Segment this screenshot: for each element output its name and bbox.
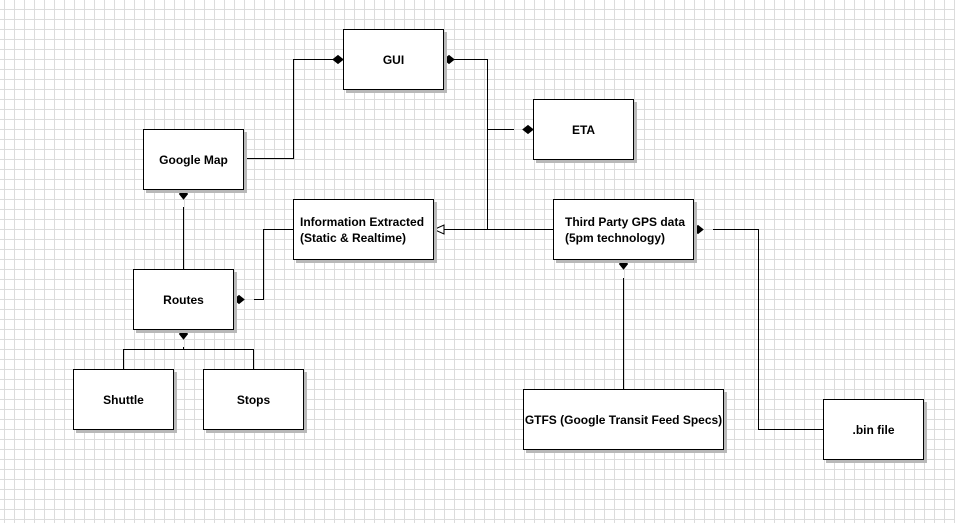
diamond-routes-right: [233, 294, 245, 305]
node-shuttle[interactable]: Shuttle: [73, 369, 174, 430]
node-google-map-label: Google Map: [159, 152, 228, 167]
diamond-routes-bottom: [178, 328, 189, 340]
node-third-party-gps-line2: (5pm technology): [565, 230, 666, 245]
node-info-extracted[interactable]: Information Extracted (Static & Realtime…: [293, 199, 434, 260]
node-eta-label: ETA: [571, 122, 596, 137]
node-info-extracted-text: Information Extracted (Static & Realtime…: [300, 214, 424, 246]
generalization-arrow: [432, 224, 445, 235]
connector-info-routes: [254, 229, 294, 300]
node-third-party-gps[interactable]: Third Party GPS data (5pm technology): [553, 199, 694, 260]
node-eta[interactable]: ETA: [533, 99, 634, 160]
node-info-extracted-line2: (Static & Realtime): [300, 230, 407, 245]
diamond-google-map: [178, 188, 189, 200]
node-routes-label: Routes: [163, 292, 204, 307]
diamond-gps-right: [692, 224, 704, 235]
diamond-gui-left: [332, 54, 344, 65]
node-google-map[interactable]: Google Map: [143, 129, 244, 190]
node-third-party-gps-text: Third Party GPS data (5pm technology): [565, 214, 685, 246]
node-stops-label: Stops: [236, 392, 271, 407]
node-routes[interactable]: Routes: [133, 269, 234, 330]
node-third-party-gps-line1: Third Party GPS data: [565, 214, 686, 229]
diamond-eta: [522, 124, 534, 135]
diamond-gps-bottom: [618, 258, 629, 270]
connector-shuttle-stops-bus: [123, 349, 254, 369]
node-shuttle-label: Shuttle: [103, 392, 144, 407]
node-stops[interactable]: Stops: [203, 369, 304, 430]
node-info-extracted-line1: Information Extracted: [300, 214, 425, 229]
node-gtfs-label: GTFS (Google Transit Feed Specs): [524, 412, 723, 427]
node-gui[interactable]: GUI: [343, 29, 444, 90]
node-bin-file[interactable]: .bin file: [823, 399, 924, 460]
connector-google-map-gui: [243, 59, 333, 159]
connector-bin-gps: [713, 229, 823, 430]
connector-gui-eta: [454, 59, 488, 230]
diamond-gui-right: [443, 54, 455, 65]
node-bin-file-label: .bin file: [852, 422, 895, 437]
node-gui-label: GUI: [382, 52, 405, 67]
node-gtfs[interactable]: GTFS (Google Transit Feed Specs): [523, 389, 724, 450]
